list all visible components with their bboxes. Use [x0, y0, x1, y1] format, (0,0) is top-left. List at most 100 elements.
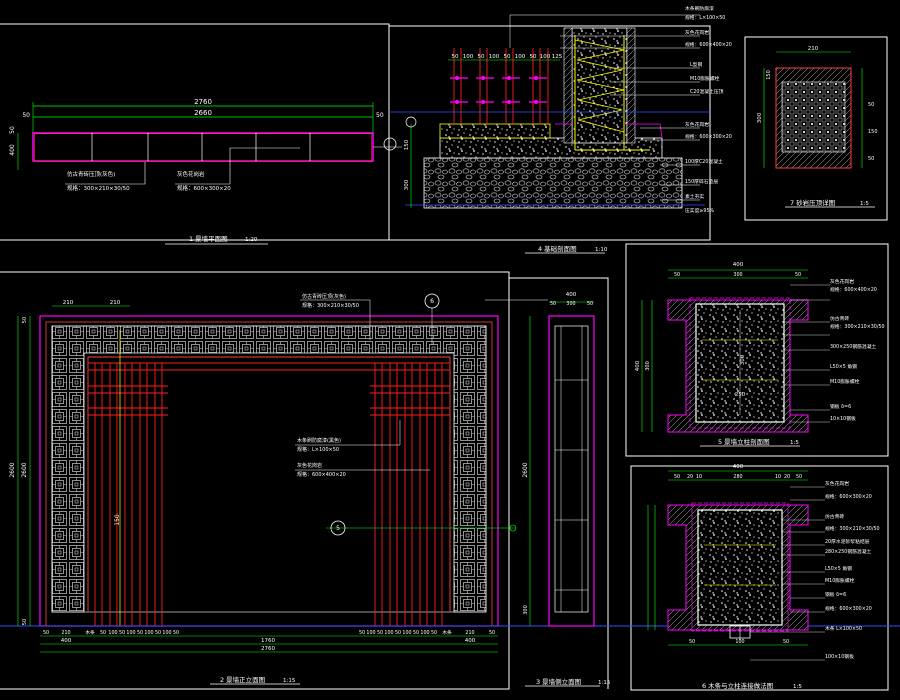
svg-text:L50×5 角钢: L50×5 角钢 — [825, 565, 852, 572]
svg-text:100: 100 — [126, 630, 135, 636]
column-a-inner-dim-b: 250 — [735, 392, 746, 398]
column-section-b-view: 400 50 20 10 280 10 20 50 50 100 50 灰色花岗… — [647, 464, 880, 691]
side-dim-height: 2600 — [522, 462, 529, 477]
svg-text:100: 100 — [515, 54, 526, 60]
svg-text:100×10钢板: 100×10钢板 — [825, 653, 854, 660]
plan-wall-outline — [32, 132, 374, 162]
svg-text:20: 20 — [784, 474, 790, 480]
column-a-dim-left: 400 — [635, 360, 641, 371]
side-outer — [548, 315, 595, 627]
svg-text:100: 100 — [162, 630, 171, 636]
svg-text:C20混凝土压顶: C20混凝土压顶 — [690, 88, 724, 95]
front-scale: 1:15 — [283, 678, 296, 684]
cap-scale: 1:5 — [860, 201, 869, 207]
svg-text:仿古青砖: 仿古青砖 — [825, 513, 844, 520]
svg-text:150厚碎石垫层: 150厚碎石垫层 — [685, 178, 718, 185]
svg-text:木条: 木条 — [85, 629, 95, 636]
svg-text:280: 280 — [733, 474, 742, 480]
foundation-scale: 1:10 — [595, 247, 608, 253]
svg-text:M10膨胀螺栓: M10膨胀螺栓 — [825, 577, 855, 584]
svg-text:素土夯实: 素土夯实 — [685, 193, 704, 200]
column-a-dim-top: 400 — [733, 262, 744, 268]
svg-text:50: 50 — [504, 54, 511, 60]
column-section-a-view: 400 50 300 50 400 300 300 250 灰色花岗岩 规格：6… — [635, 262, 885, 447]
svg-text:100: 100 — [402, 630, 411, 636]
svg-text:100: 100 — [463, 54, 474, 60]
plan-dim-depth: 400 — [9, 144, 16, 156]
svg-text:280×250钢筋混凝土: 280×250钢筋混凝土 — [825, 548, 872, 555]
svg-text:50: 50 — [43, 630, 49, 636]
column-a-dim-part-1: 50 — [674, 272, 680, 278]
svg-text:仿古青砖: 仿古青砖 — [830, 315, 849, 322]
svg-text:50: 50 — [155, 630, 161, 636]
svg-text:100: 100 — [108, 630, 117, 636]
svg-text:100: 100 — [489, 54, 500, 60]
svg-text:规格：300×210×30/50: 规格：300×210×30/50 — [825, 525, 880, 532]
svg-text:125: 125 — [552, 54, 563, 60]
svg-text:压实度≥95%: 压实度≥95% — [685, 207, 715, 214]
front-dim-bottom-left-400: 400 — [61, 638, 72, 644]
svg-text:灰色花岗岩: 灰色花岗岩 — [830, 278, 854, 285]
plan-section-marker — [383, 137, 397, 151]
front-bottom-dims: 50 210 木条 50 100 50 100 50 100 50 100 50 — [43, 629, 179, 636]
svg-text:20厚水泥砂浆粘结层: 20厚水泥砂浆粘结层 — [825, 538, 870, 545]
front-note-stone-name: 灰色花岗岩 — [297, 462, 322, 469]
plan-note-stone-name: 灰色花岗岩 — [177, 170, 205, 178]
side-dim-part-2: 300 — [566, 301, 575, 307]
svg-text:L型钢: L型钢 — [690, 61, 702, 68]
svg-text:210: 210 — [465, 630, 474, 636]
svg-text:灰色花岗岩: 灰色花岗岩 — [685, 121, 709, 128]
front-note-cap-spec: 规格：300×210×30/50 — [302, 302, 359, 309]
svg-text:规格：300×210×30/50: 规格：300×210×30/50 — [830, 323, 885, 330]
svg-text:50: 50 — [452, 54, 459, 60]
svg-text:100: 100 — [384, 630, 393, 636]
column-a-dim-part-2: 300 — [733, 272, 742, 278]
plan-dim-inner: 2660 — [194, 109, 212, 117]
svg-text:50: 50 — [674, 474, 680, 480]
column-b-top-dims: 50 20 10 280 10 20 50 — [674, 474, 802, 480]
svg-text:20: 20 — [687, 474, 693, 480]
plan-note-cap-name: 仿古青砖压顶(灰色) — [67, 170, 115, 178]
front-dim-bottom-right-400: 400 — [465, 638, 476, 644]
column-a-dim-left-part: 300 — [645, 361, 651, 371]
svg-text:100: 100 — [540, 54, 551, 60]
plan-dim-end-right: 50 — [376, 112, 384, 119]
svg-text:10: 10 — [696, 474, 702, 480]
foundation-notes: 木条刷防腐漆 规格：L×100×50 灰色花岗岩 规格：600×400×20 L… — [685, 5, 732, 214]
svg-text:规格：600×300×20: 规格：600×300×20 — [685, 133, 732, 140]
front-dim-height: 2600 — [9, 462, 16, 477]
cap-dim-height: 300 — [757, 112, 763, 123]
column-b-dim-bottom-3: 50 — [783, 639, 789, 645]
svg-text:钢板 δ=6: 钢板 δ=6 — [830, 403, 851, 410]
plan-scale: 1:20 — [245, 237, 258, 243]
side-scale: 1:15 — [598, 680, 611, 686]
front-note-stone-spec: 规格：600×400×20 — [297, 471, 346, 478]
svg-text:300×250钢筋混凝土: 300×250钢筋混凝土 — [830, 343, 877, 350]
svg-text:M10膨胀螺栓: M10膨胀螺栓 — [690, 75, 720, 82]
foundation-top-dims: 50 100 50 100 50 100 50 100 125 — [452, 54, 563, 60]
svg-text:50: 50 — [173, 630, 179, 636]
svg-text:50: 50 — [413, 630, 419, 636]
cap-dim-right-3: 50 — [868, 156, 874, 162]
svg-text:50: 50 — [489, 630, 495, 636]
svg-text:100: 100 — [420, 630, 429, 636]
svg-text:木条 L×100×50: 木条 L×100×50 — [825, 625, 862, 632]
front-dim-mid: 1760 — [261, 638, 275, 644]
svg-text:钢板 δ=6: 钢板 δ=6 — [825, 591, 846, 598]
foundation-dim-150: 150 — [404, 139, 410, 150]
svg-text:木条: 木条 — [442, 629, 452, 636]
front-outer-frame — [39, 315, 499, 627]
front-dim-150: 150 — [114, 514, 121, 526]
side-dim-top: 400 — [566, 292, 577, 298]
cap-dim-left: 150 — [766, 70, 772, 80]
svg-text:规格：600×300×20: 规格：600×300×20 — [825, 605, 872, 612]
foundation-dim-300: 300 — [404, 179, 410, 190]
svg-text:50: 50 — [796, 474, 802, 480]
column-b-notes: 灰色花岗岩 规格：600×300×20 仿古青砖 规格：300×210×30/5… — [825, 480, 880, 660]
column-b-core — [697, 509, 783, 626]
